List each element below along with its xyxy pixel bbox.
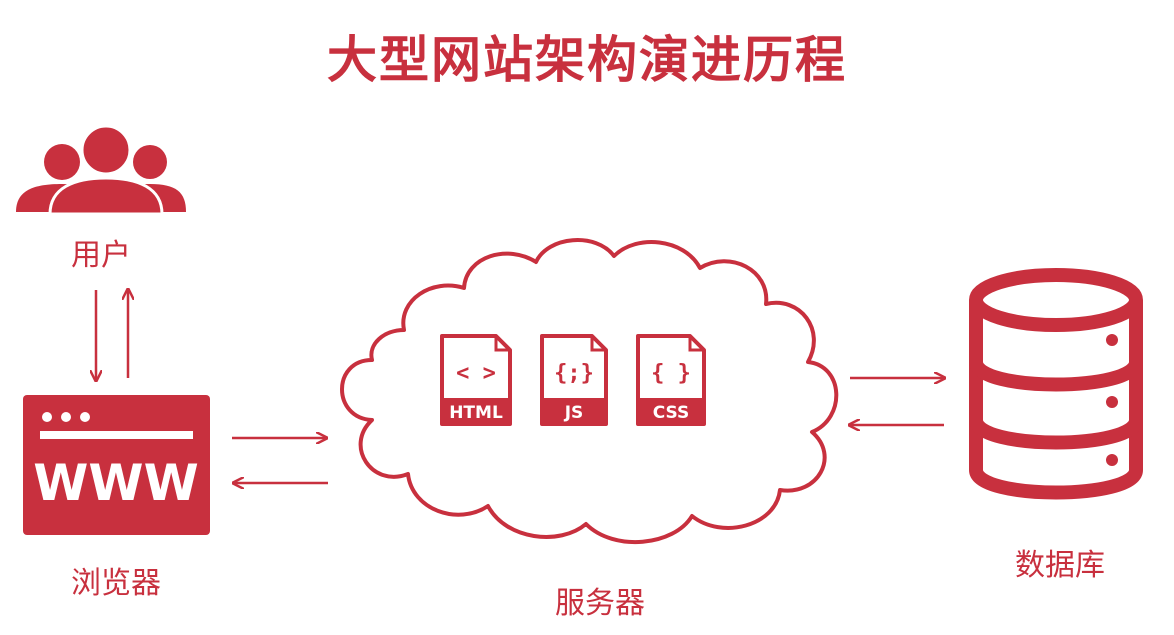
server-label: 服务器 [555, 586, 645, 621]
users-label: 用户 [71, 238, 131, 273]
database-label: 数据库 [1015, 548, 1105, 583]
js-file-label: JS [564, 403, 584, 423]
js-file-glyph: {;} [554, 361, 594, 386]
js-file-icon: {;} JS [540, 334, 608, 426]
css-file-glyph: { } [651, 361, 691, 386]
browser-window-icon: WWW [23, 395, 210, 535]
browser-label: 浏览器 [71, 566, 161, 601]
html-file-label: HTML [449, 403, 503, 423]
www-text: WWW [33, 454, 198, 512]
cloud-icon [340, 238, 839, 545]
database-icon [969, 268, 1143, 500]
css-file-label: CSS [653, 403, 690, 423]
html-file-glyph: < > [456, 361, 496, 386]
page-title: 大型网站架构演进历程 [327, 31, 847, 89]
users-icon [16, 124, 186, 216]
html-file-icon: < > HTML [440, 334, 512, 426]
css-file-icon: { } CSS [636, 334, 706, 426]
